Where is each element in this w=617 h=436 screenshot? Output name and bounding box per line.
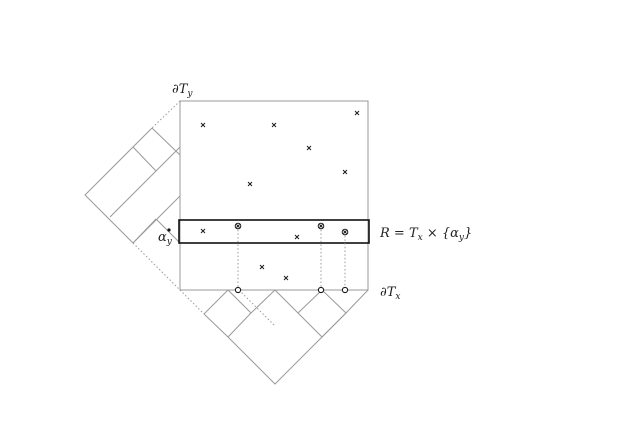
cross-markers bbox=[200, 110, 360, 281]
rectangle-formula-label: R = Tx × {αy} bbox=[379, 226, 472, 243]
circled-cross-marker bbox=[317, 222, 325, 230]
rectangle-r bbox=[178, 219, 370, 244]
cross-marker bbox=[294, 234, 300, 240]
alpha-y-point bbox=[167, 228, 171, 232]
boundary-circle-marker bbox=[234, 286, 242, 294]
boundary-circle-markers bbox=[234, 286, 349, 294]
cross-marker bbox=[200, 122, 206, 128]
alpha-y-label: αy bbox=[158, 230, 173, 247]
boundary-circle-marker bbox=[317, 286, 325, 294]
cross-marker bbox=[247, 181, 253, 187]
cross-marker bbox=[200, 228, 206, 234]
cross-marker bbox=[283, 275, 289, 281]
boundary-circle-marker bbox=[341, 286, 349, 294]
cross-marker bbox=[342, 169, 348, 175]
cross-marker bbox=[271, 122, 277, 128]
circled-cross-marker bbox=[234, 222, 242, 230]
cross-marker bbox=[354, 110, 360, 116]
main-square bbox=[179, 100, 369, 291]
circled-cross-markers bbox=[234, 222, 349, 236]
bottom-diamond-structure bbox=[179, 289, 369, 385]
cross-marker bbox=[259, 264, 265, 270]
circled-cross-marker bbox=[341, 228, 349, 236]
left-diamond-structure bbox=[84, 100, 181, 291]
boundary-y-label: ∂Ty bbox=[172, 82, 193, 99]
boundary-x-label: ∂Tx bbox=[380, 285, 400, 302]
projection-lines bbox=[237, 226, 346, 290]
cross-marker bbox=[306, 145, 312, 151]
